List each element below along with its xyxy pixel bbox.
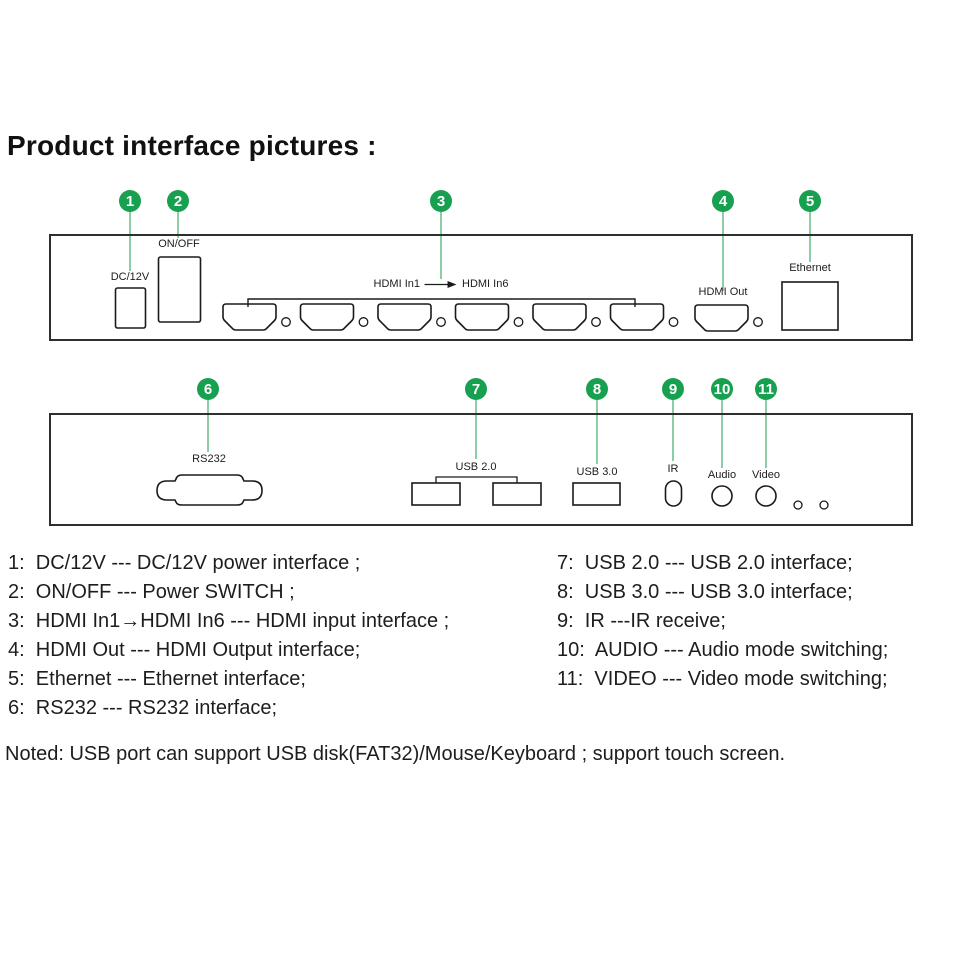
dc-port-label: DC/12V xyxy=(110,271,150,283)
callout-3: 3 xyxy=(430,190,452,279)
callout-10: 10 xyxy=(711,378,733,468)
legend-item-9: 9: IR ---IR receive; xyxy=(557,610,726,632)
ethernet-label: Ethernet xyxy=(789,262,831,274)
hdmi-in-from-label: HDMI In1 xyxy=(373,278,420,290)
legend-right-column: 7: USB 2.0 --- USB 2.0 interface; 8: USB… xyxy=(557,549,888,694)
front-panel xyxy=(49,413,913,526)
legend-item-5: 5: Ethernet --- Ethernet interface; xyxy=(8,668,306,690)
ir-label: IR xyxy=(667,463,679,475)
legend-item-8: 8: USB 3.0 --- USB 3.0 interface; xyxy=(557,581,853,603)
callout-1: 1 xyxy=(119,190,141,271)
callout-6: 6 xyxy=(197,378,219,452)
audio-label: Audio xyxy=(707,469,737,481)
legend-item-7: 7: USB 2.0 --- USB 2.0 interface; xyxy=(557,552,853,574)
callout-9: 9 xyxy=(662,378,684,461)
hdmi-out-label: HDMI Out xyxy=(698,286,748,298)
callout-4-stem xyxy=(722,212,724,291)
right-arrow-icon xyxy=(425,281,457,288)
legend-left-column: 1: DC/12V --- DC/12V power interface ; 2… xyxy=(8,549,449,723)
callout-5-stem xyxy=(809,212,811,262)
callout-9-badge: 9 xyxy=(662,378,684,400)
legend-item-4: 4: HDMI Out --- HDMI Output interface; xyxy=(8,639,361,661)
callout-7: 7 xyxy=(465,378,487,459)
callout-2-stem xyxy=(177,212,179,238)
callout-7-badge: 7 xyxy=(465,378,487,400)
callout-3-badge: 3 xyxy=(430,190,452,212)
callout-10-stem xyxy=(721,400,723,468)
hdmi-in-to-label: HDMI In6 xyxy=(462,278,509,290)
power-switch-label: ON/OFF xyxy=(158,238,200,250)
callout-3-stem xyxy=(440,212,442,279)
legend-item-3: 3: HDMI In1→HDMI In6 --- HDMI input inte… xyxy=(8,610,450,632)
callout-1-stem xyxy=(129,212,131,271)
callout-9-stem xyxy=(672,400,674,461)
callout-8-stem xyxy=(596,400,598,464)
callout-11: 11 xyxy=(755,378,777,468)
legend-item-1: 1: DC/12V --- DC/12V power interface ; xyxy=(8,552,361,574)
callout-5: 5 xyxy=(799,190,821,262)
callout-5-badge: 5 xyxy=(799,190,821,212)
callout-11-stem xyxy=(765,400,767,468)
callout-6-badge: 6 xyxy=(197,378,219,400)
callout-2: 2 xyxy=(167,190,189,238)
rs232-label: RS232 xyxy=(192,453,226,465)
legend-item-11: 11: VIDEO --- Video mode switching; xyxy=(557,668,888,690)
legend-item-6: 6: RS232 --- RS232 interface; xyxy=(8,697,278,719)
usb-support-note: Noted: USB port can support USB disk(FAT… xyxy=(5,743,786,765)
rear-panel xyxy=(49,234,913,341)
callout-7-stem xyxy=(475,400,477,459)
callout-4: 4 xyxy=(712,190,734,291)
usb30-label: USB 3.0 xyxy=(576,466,618,478)
callout-6-stem xyxy=(207,400,209,452)
legend-item-2: 2: ON/OFF --- Power SWITCH ; xyxy=(8,581,295,603)
usb20-label: USB 2.0 xyxy=(455,461,497,473)
legend-item-10: 10: AUDIO --- Audio mode switching; xyxy=(557,639,889,661)
hdmi-in-range-label: HDMI In1 HDMI In6 xyxy=(374,278,509,291)
video-label: Video xyxy=(752,469,780,481)
page-title: Product interface pictures : xyxy=(7,130,377,161)
callout-4-badge: 4 xyxy=(712,190,734,212)
callout-8-badge: 8 xyxy=(586,378,608,400)
callout-10-badge: 10 xyxy=(711,378,733,400)
callout-1-badge: 1 xyxy=(119,190,141,212)
callout-11-badge: 11 xyxy=(755,378,777,400)
callout-2-badge: 2 xyxy=(167,190,189,212)
callout-8: 8 xyxy=(586,378,608,464)
